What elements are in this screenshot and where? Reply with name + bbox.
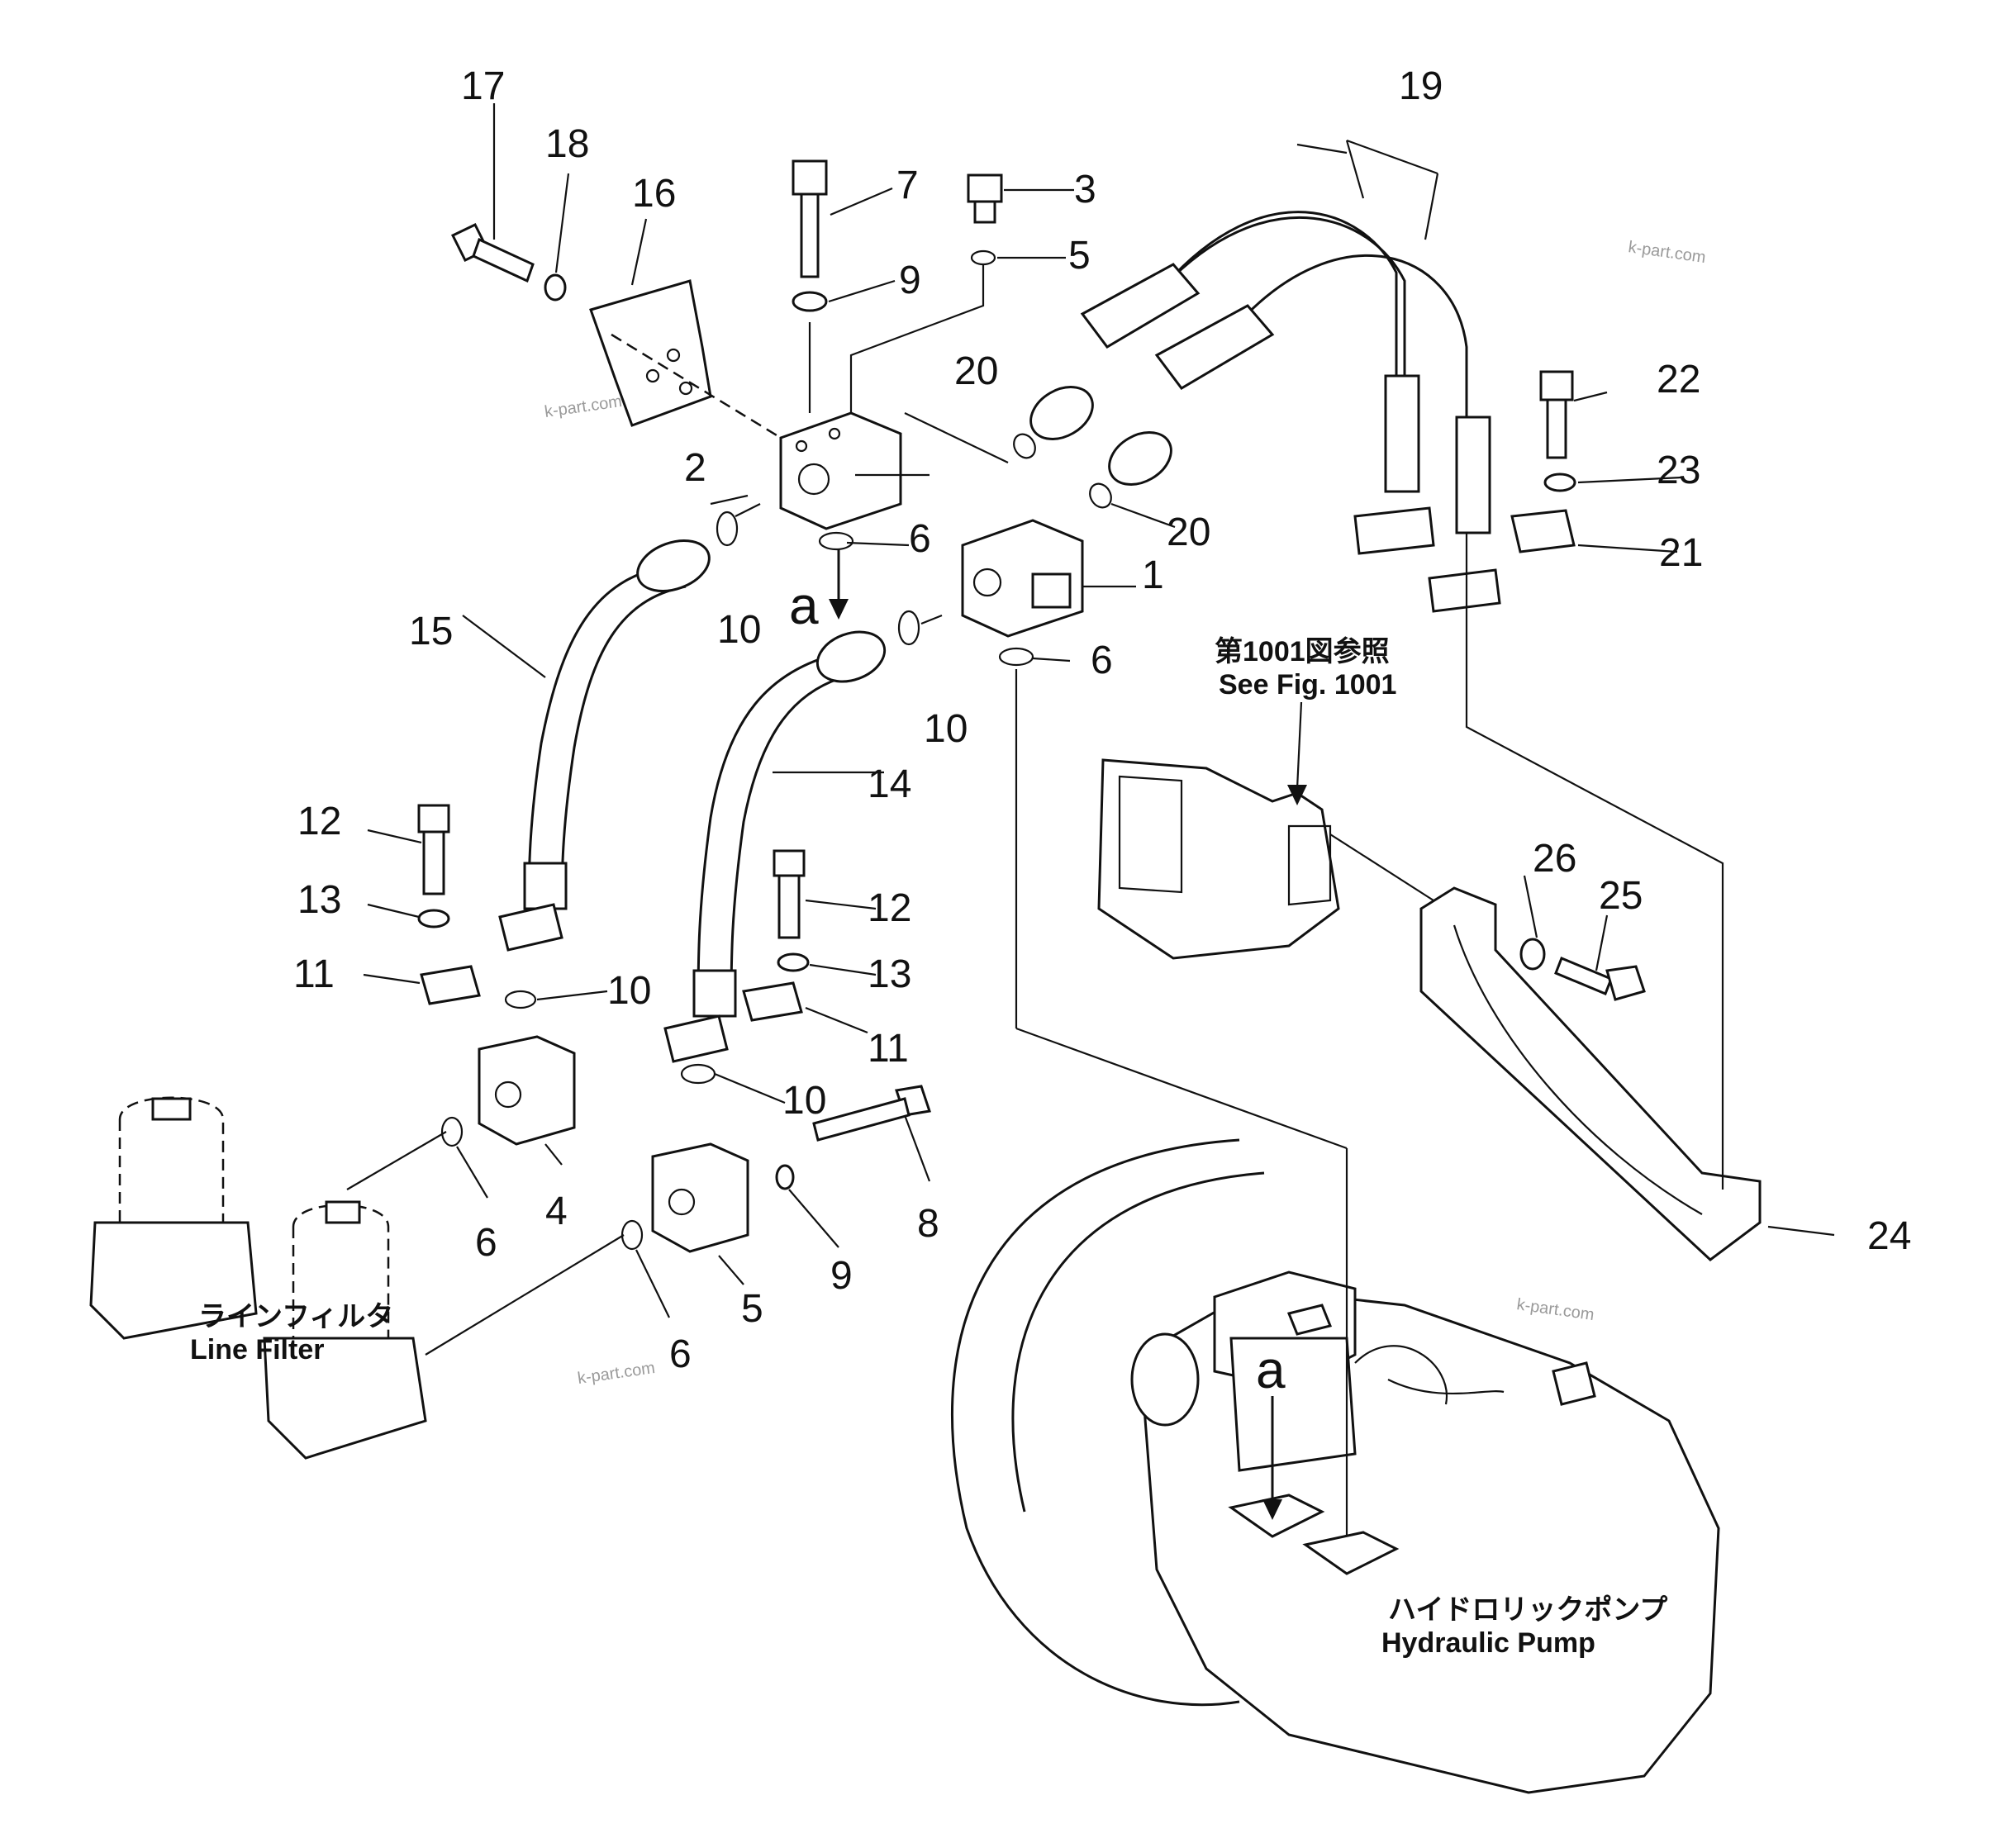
washer-13-right [777,952,810,972]
bolt-17 [450,223,535,283]
washer-9-upper [792,291,828,312]
callout-13b: 13 [868,952,911,996]
washer-9-lower [775,1164,795,1190]
callout-19: 19 [1399,64,1443,108]
callout-22: 22 [1657,358,1700,401]
callout-5b: 5 [741,1287,763,1331]
callout-9b: 9 [830,1254,853,1298]
split-flange-11-right [742,981,803,1022]
view-mark-a-upper: a [789,576,819,635]
line-filter-caption-jp: ラインフィルタ [198,1301,393,1332]
plug-3 [967,173,1003,224]
o-ring-6-c [440,1116,464,1147]
o-ring-20-lower [1089,482,1112,509]
bolt-12-right [773,849,806,939]
callout-1: 1 [1142,553,1164,597]
hydraulic-pump-caption-en: Hydraulic Pump [1381,1627,1595,1659]
callout-11a: 11 [293,952,335,996]
bracket-16 [589,279,782,439]
callout-6a: 6 [909,517,931,561]
callout-11b: 11 [868,1027,909,1071]
callout-7: 7 [896,164,919,207]
o-ring-10-c [504,990,537,1009]
washer-23 [1543,473,1576,492]
watermark: k-part.com [544,392,624,421]
bolt-8 [812,1085,931,1142]
block-2 [779,411,902,530]
hose-15 [498,539,711,952]
callout-labels: 1 2 3 4 5 5 6 6 6 6 7 8 9 9 10 10 10 10 … [293,64,1911,1376]
callout-12b: 12 [868,886,911,930]
callout-3: 3 [1074,168,1096,211]
see-fig-caption-en: See Fig. 1001 [1219,669,1396,701]
callout-20b: 20 [1167,511,1210,554]
callout-17: 17 [461,64,505,108]
callout-6b: 6 [1091,639,1113,682]
callout-16: 16 [632,172,676,216]
flange-block-5-lower [651,1142,749,1253]
o-ring-6-a [818,531,854,551]
bolt-22 [1539,370,1574,459]
o-ring-4 [970,249,996,266]
hose-14 [663,630,887,1063]
callout-6d: 6 [669,1332,692,1376]
callout-8: 8 [917,1202,939,1246]
callout-10b: 10 [924,707,968,751]
callout-23: 23 [1657,449,1700,492]
o-ring-20-upper [1013,433,1036,459]
washer-26 [1519,938,1546,971]
callout-4: 5 [1068,234,1091,278]
o-ring-10-a [716,511,739,547]
watermark: k-part.com [1515,1295,1595,1324]
leader-lines [346,103,1835,1536]
callout-13a: 13 [297,878,341,922]
callout-10a: 10 [717,608,761,652]
callout-12a: 12 [297,800,341,843]
watermark: k-part.com [577,1359,657,1388]
line-filter-caption-en: Line Filter [190,1334,324,1365]
hydraulic-pump [951,1138,1720,1794]
callout-25: 25 [1599,874,1643,918]
bracket-24 [1419,886,1762,1261]
o-ring-6-d [620,1219,644,1251]
hydraulic-pump-caption-jp: ハイドロリックポンプ [1388,1593,1667,1626]
callout-2: 2 [684,446,706,490]
flange-block-5-upper [478,1035,576,1146]
callout-21: 21 [1659,531,1703,575]
bolt-7 [792,159,828,278]
callout-18: 18 [545,122,589,166]
callout-20a: 20 [954,349,998,393]
bracket-see-fig-1001 [1097,758,1340,960]
o-ring-10-d [680,1063,716,1085]
callout-14: 14 [868,762,911,806]
callout-9a: 9 [899,259,921,302]
split-flange-11-left [420,965,481,1005]
view-mark-a-lower: a [1256,1340,1286,1399]
callout-5a: 4 [545,1190,568,1233]
o-ring-6-b [998,647,1034,667]
callout-15: 15 [409,610,453,653]
watermark: k-part.com [1627,238,1707,267]
washer-13-left [417,909,450,928]
callout-24: 24 [1867,1214,1911,1258]
hose-assembly-19 [1029,211,1501,613]
bolt-25 [1554,957,1646,1001]
callout-6c: 6 [475,1221,497,1265]
bolt-12-left [417,804,450,895]
callout-10c: 10 [607,969,651,1013]
see-fig-caption-jp: 第1001図参照 [1215,636,1390,667]
callout-10d: 10 [782,1079,826,1123]
line-filter [89,1096,427,1460]
callout-26: 26 [1533,837,1576,881]
block-1 [961,519,1084,638]
split-flange-21 [1510,509,1576,553]
washer-18 [544,273,567,302]
o-ring-10-b [897,610,920,646]
